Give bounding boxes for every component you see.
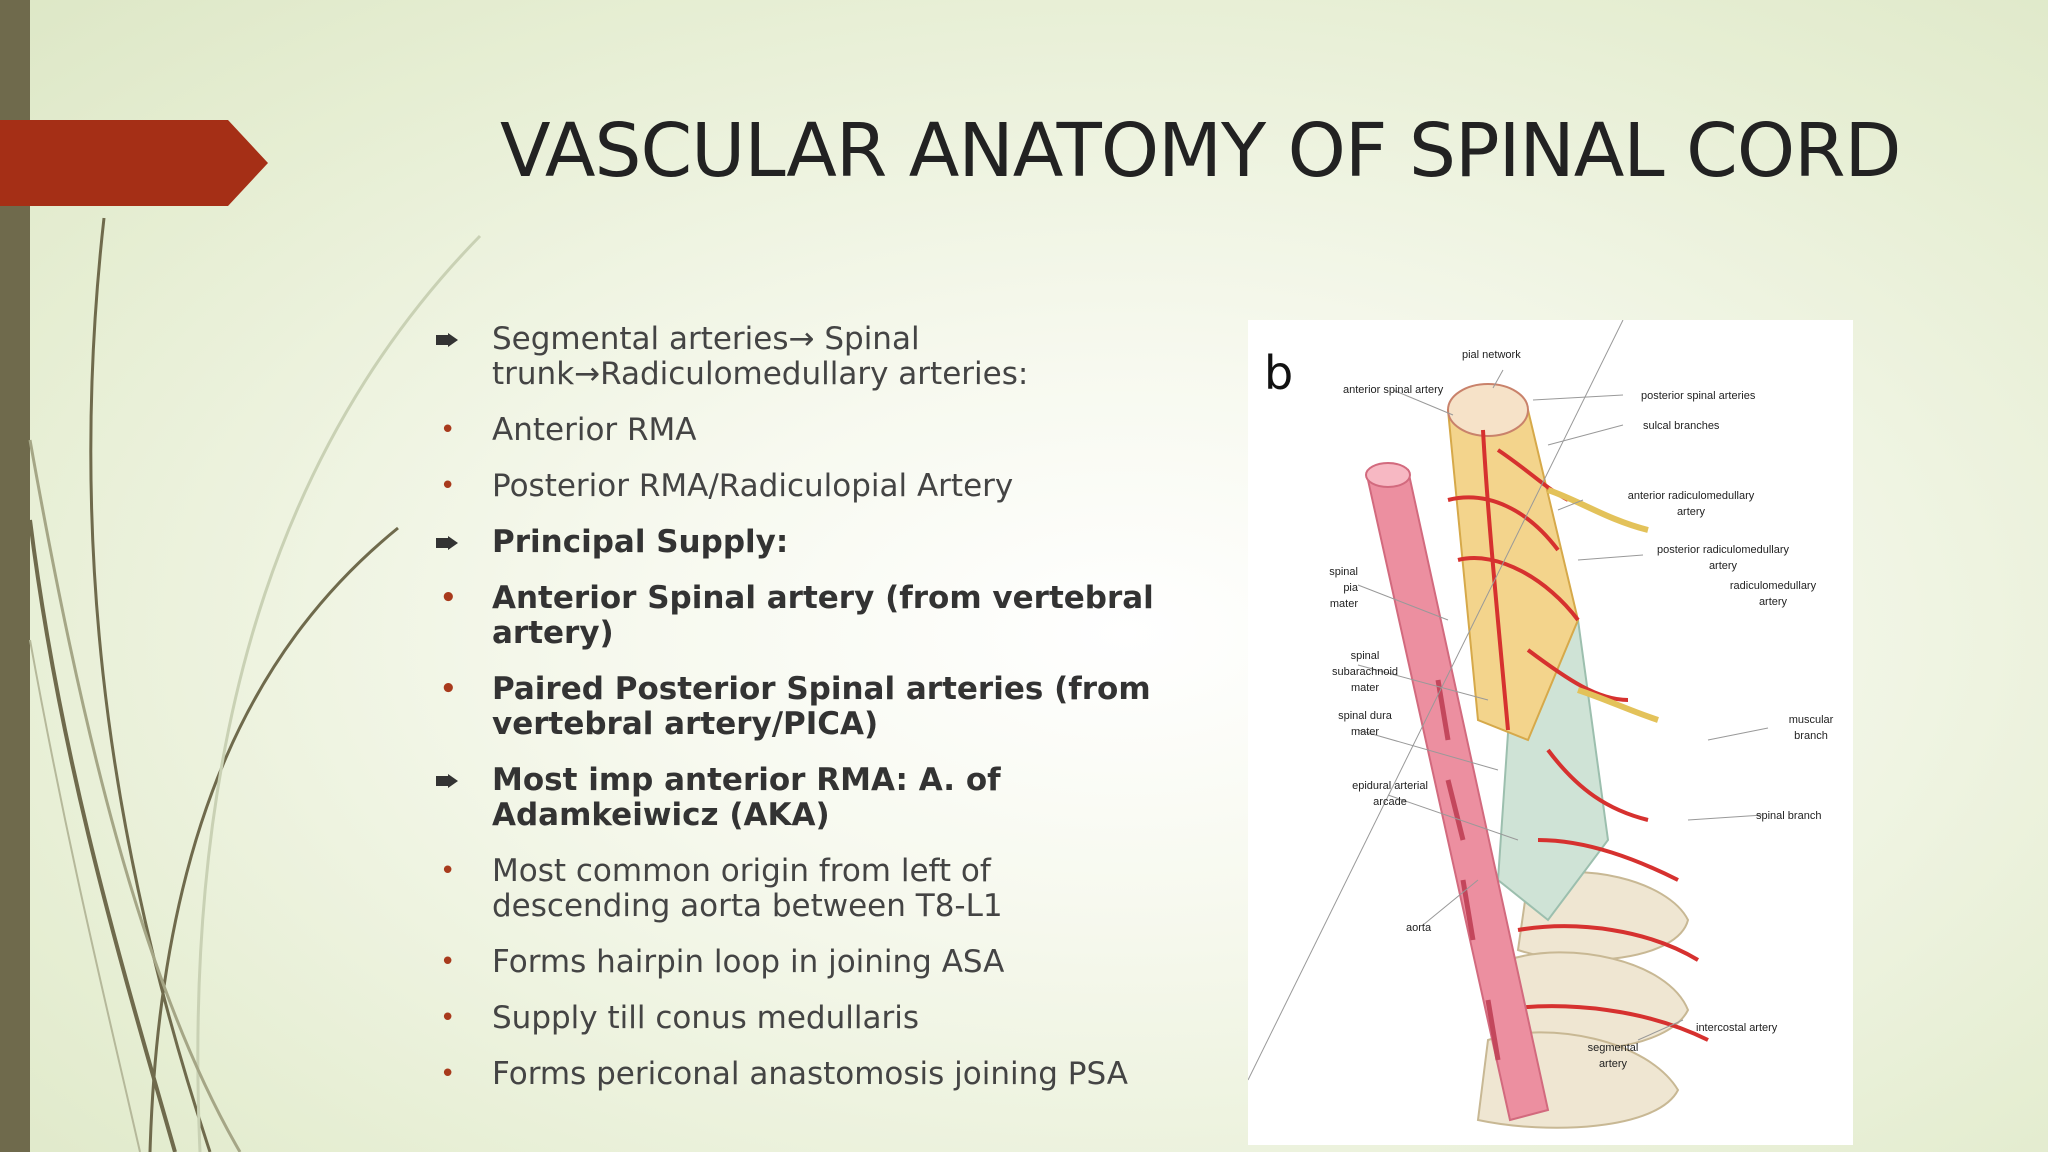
arrow-bullet-icon (436, 322, 466, 357)
title-arrow-accent (0, 120, 268, 206)
bullet-item: Segmental arteries→ Spinal trunk→Radicul… (430, 322, 1170, 392)
bullet-text: Anterior RMA (492, 412, 697, 448)
nerve-roots (1547, 487, 1659, 723)
label-posterior-radiculomedullary-artery: posterior radiculomedullary artery (1656, 544, 1790, 572)
label-radiculomedullary-artery: radiculomedullary artery (1729, 580, 1817, 608)
bullet-text: Supply till conus medullaris (492, 1000, 919, 1036)
bullet-item: • Anterior Spinal artery (from vertebral… (430, 581, 1170, 651)
slide-title: VASCULAR ANATOMY OF SPINAL CORD (500, 108, 1901, 194)
bullet-item: • Paired Posterior Spinal arteries (from… (430, 672, 1170, 742)
bullet-text: Anterior Spinal artery (from vertebral a… (492, 580, 1154, 651)
label-muscular-branch: muscular branch (1788, 714, 1834, 742)
bullet-text: Posterior RMA/Radiculopial Artery (492, 468, 1014, 504)
label-segmental-artery: segmental artery (1587, 1042, 1639, 1070)
label-anterior-radiculomedullary-artery: anterior radiculomedullary artery (1627, 490, 1755, 518)
bullet-item: • Anterior RMA (430, 413, 1170, 448)
bullet-text: Principal Supply: (492, 524, 789, 560)
label-spinal-dura-mater: spinal dura mater (1338, 710, 1392, 738)
dot-bullet-icon: • (440, 674, 457, 704)
cord-cross-section (1447, 383, 1529, 437)
dot-bullet-icon: • (440, 1059, 456, 1089)
bullet-item: Principal Supply: (430, 525, 1170, 560)
figure-letter: b (1264, 346, 1294, 400)
label-anterior-spinal-artery: anterior spinal artery (1343, 384, 1444, 396)
arrow-bullet-icon (436, 763, 466, 798)
dot-bullet-icon: • (440, 415, 456, 445)
bullet-text: Most common origin from left of descendi… (492, 853, 1003, 924)
leader-lines (1248, 320, 1769, 1081)
bullet-text: Most imp anterior RMA: A. of Adamkeiwicz… (492, 762, 1001, 833)
arrow-bullet-icon (436, 525, 466, 560)
label-aorta: aorta (1406, 922, 1432, 934)
label-spinal-subarachnoid-mater: spinal subarachnoid mater (1331, 650, 1399, 694)
label-posterior-spinal-arteries: posterior spinal arteries (1641, 390, 1756, 402)
label-epidural-arterial-arcade: epidural arterial arcade (1352, 780, 1428, 808)
bullet-text: Paired Posterior Spinal arteries (from v… (492, 671, 1151, 742)
label-pial-network: pial network (1462, 349, 1521, 361)
label-intercostal-artery: intercostal artery (1696, 1022, 1778, 1034)
label-sulcal-branches: sulcal branches (1643, 420, 1720, 432)
bullet-item: • Supply till conus medullaris (430, 1001, 1170, 1036)
label-spinal-pia-mater: spinal pia mater (1329, 566, 1358, 610)
dot-bullet-icon: • (440, 471, 456, 501)
bullet-text: Forms periconal anastomosis joining PSA (492, 1056, 1128, 1092)
aorta (1365, 462, 1550, 1122)
dot-bullet-icon: • (440, 583, 457, 613)
bullet-list: Segmental arteries→ Spinal trunk→Radicul… (430, 322, 1170, 1113)
dot-bullet-icon: • (440, 856, 456, 886)
bullet-item: • Forms periconal anastomosis joining PS… (430, 1057, 1170, 1092)
label-spinal-branch: spinal branch (1756, 810, 1822, 822)
bullet-item: Most imp anterior RMA: A. of Adamkeiwicz… (430, 763, 1170, 833)
grass-decoration (28, 217, 482, 1152)
bullet-text: Forms hairpin loop in joining ASA (492, 944, 1005, 980)
bullet-item: • Most common origin from left of descen… (430, 854, 1170, 924)
bullet-text: Segmental arteries→ Spinal trunk→Radicul… (492, 321, 1029, 392)
dot-bullet-icon: • (440, 947, 456, 977)
spinal-cord-illustration: b pial network anterior spinal artery po… (1248, 320, 1853, 1145)
spinal-cord-drawing (1248, 320, 1769, 1129)
bullet-item: • Forms hairpin loop in joining ASA (430, 945, 1170, 980)
dot-bullet-icon: • (440, 1003, 456, 1033)
bullet-item: • Posterior RMA/Radiculopial Artery (430, 469, 1170, 504)
